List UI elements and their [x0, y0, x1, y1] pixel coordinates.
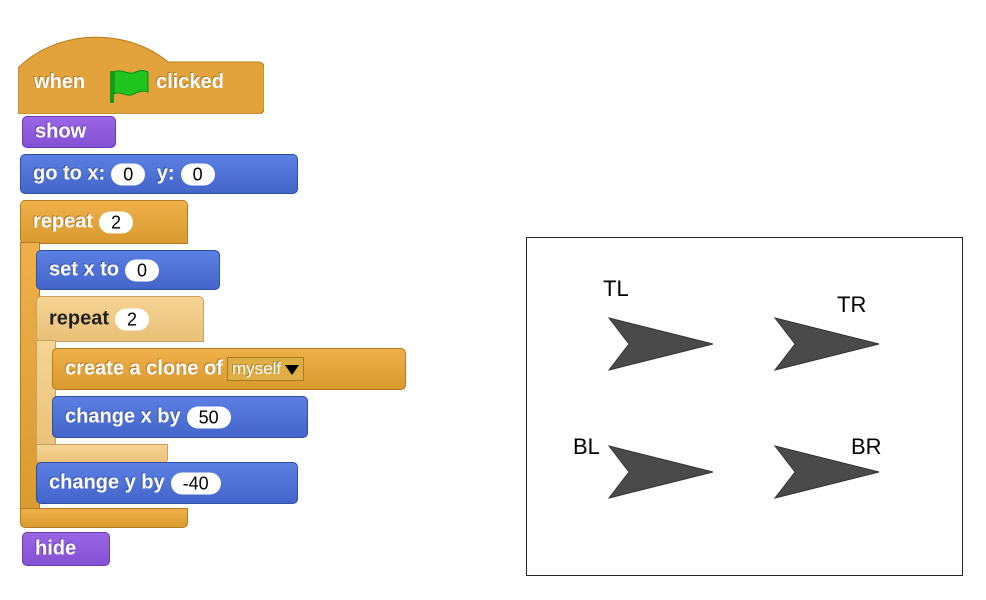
change-y-label: change y by — [49, 471, 165, 494]
repeat-outer-foot — [20, 508, 188, 528]
create-clone-row: create a clone of myself — [65, 357, 304, 381]
label-br: BR — [851, 434, 882, 459]
change-x-label: change x by — [65, 405, 181, 428]
arrow-sprite-icon[interactable] — [773, 316, 883, 372]
go-to-x-label: go to x: — [33, 162, 106, 185]
repeat-inner-count[interactable]: 2 — [115, 308, 150, 331]
hat-label-when: when — [34, 71, 86, 93]
repeat-outer-label: repeat — [33, 210, 94, 233]
go-to-y-label: y: — [156, 162, 175, 185]
y-input[interactable]: 0 — [180, 163, 215, 186]
x-input[interactable]: 0 — [111, 163, 146, 186]
stage[interactable]: TL TR BL BR — [526, 237, 963, 576]
hide-label: hide — [35, 537, 77, 560]
arrow-sprite-icon[interactable] — [773, 444, 883, 500]
change-y-row: change y by-40 — [49, 472, 221, 495]
set-x-label: set x to — [49, 258, 120, 281]
hat-label-clicked: clicked — [156, 71, 224, 93]
go-to-label-row: go to x:0 y:0 — [33, 163, 215, 186]
show-block[interactable]: show — [22, 116, 116, 148]
repeat-inner-foot — [36, 444, 168, 464]
show-label: show — [35, 120, 87, 143]
create-clone-block[interactable]: create a clone of myself — [52, 348, 406, 390]
change-y-block[interactable]: change y by-40 — [36, 462, 298, 504]
go-to-xy-block[interactable]: go to x:0 y:0 — [20, 154, 298, 194]
create-clone-label: create a clone of — [65, 357, 223, 380]
triangle-down-icon — [284, 364, 299, 375]
label-tr: TR — [837, 292, 867, 317]
repeat-inner-label: repeat — [49, 307, 110, 330]
change-y-input[interactable]: -40 — [170, 472, 221, 495]
set-x-input[interactable]: 0 — [125, 259, 160, 282]
change-x-input[interactable]: 50 — [186, 406, 231, 429]
clone-target-dropdown[interactable]: myself — [226, 357, 304, 381]
clone-target-value: myself — [231, 359, 281, 378]
arrow-sprite-icon[interactable] — [607, 444, 717, 500]
label-bl: BL — [573, 434, 600, 459]
hide-block[interactable]: hide — [22, 532, 110, 566]
green-flag-icon[interactable] — [108, 68, 150, 104]
repeat-outer-count[interactable]: 2 — [99, 211, 134, 234]
arrow-sprite-icon[interactable] — [607, 316, 717, 372]
label-tl: TL — [603, 276, 629, 301]
